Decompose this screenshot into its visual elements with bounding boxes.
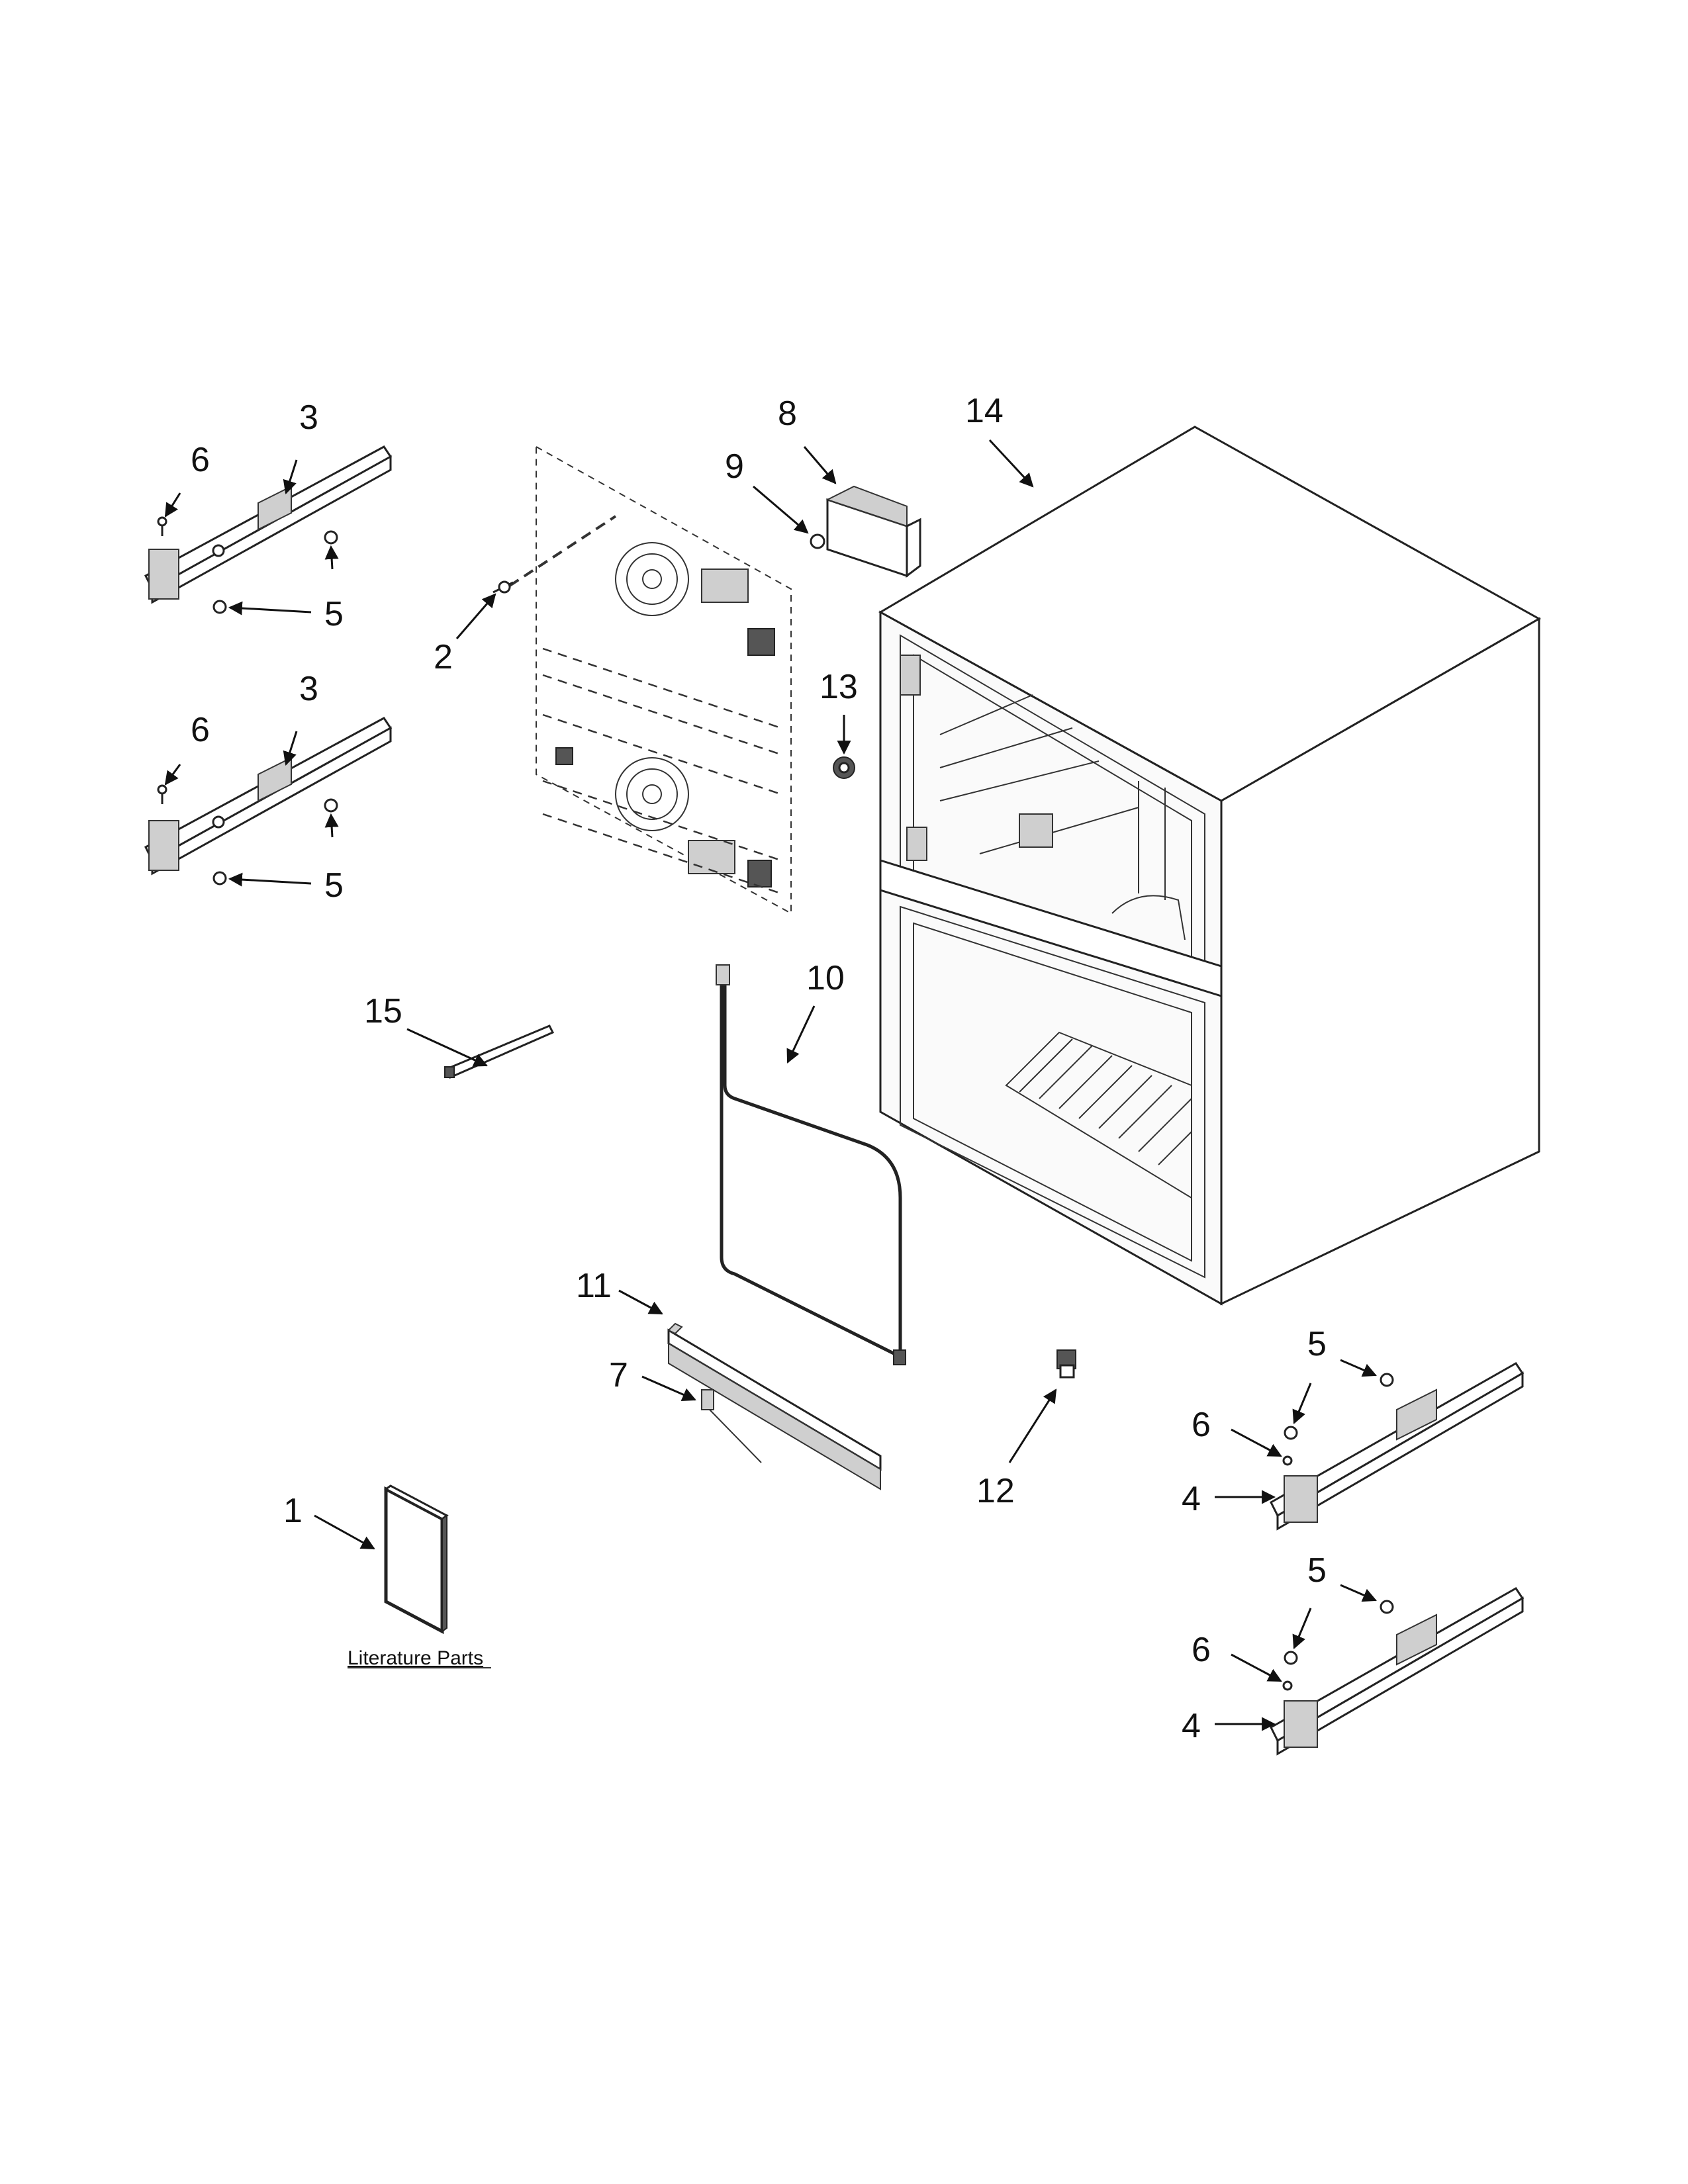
callout-3: 3 bbox=[299, 398, 318, 437]
callout-2: 2 bbox=[434, 638, 453, 676]
callout-11: 11 bbox=[576, 1267, 612, 1305]
callout-3: 3 bbox=[299, 670, 318, 708]
leader-arrows bbox=[164, 439, 1377, 1731]
callout-5: 5 bbox=[1307, 1325, 1327, 1363]
screw-part-9 bbox=[810, 533, 825, 549]
literature-booklet-part-1 bbox=[384, 1484, 449, 1635]
callout-6: 6 bbox=[191, 441, 210, 479]
screw-part-6d bbox=[1282, 1680, 1293, 1691]
screw-part-6a bbox=[157, 516, 167, 536]
screw-part-5d-1 bbox=[1284, 1651, 1298, 1665]
screw-part-5c-1 bbox=[1284, 1426, 1298, 1440]
screw-part-5a-1 bbox=[324, 530, 338, 545]
heater-loop-part-10 bbox=[716, 964, 906, 1365]
callout-5: 5 bbox=[324, 595, 344, 633]
rear-control-panel bbox=[508, 445, 792, 915]
control-box-part-8 bbox=[825, 485, 921, 578]
screw-part-2 bbox=[492, 580, 514, 594]
callout-6: 6 bbox=[1192, 1406, 1211, 1444]
literature-parts-label: Literature Parts bbox=[348, 1647, 483, 1669]
screw-part-5b-2 bbox=[212, 871, 227, 886]
screw-part-5a-2 bbox=[212, 600, 227, 614]
drawer-slide-lower-right bbox=[1270, 1587, 1524, 1756]
callout-6: 6 bbox=[1192, 1631, 1211, 1669]
screw-part-5b-1 bbox=[324, 798, 338, 813]
callout-14: 14 bbox=[965, 392, 1004, 430]
screw-part-5d-2 bbox=[1380, 1600, 1394, 1614]
sensor-part-7 bbox=[701, 1389, 762, 1463]
callout-4: 4 bbox=[1182, 1707, 1201, 1745]
callout-5: 5 bbox=[324, 866, 344, 905]
refrigerator-cabinet bbox=[878, 426, 1542, 1306]
callout-4: 4 bbox=[1182, 1480, 1201, 1518]
callout-labels: 3 6 5 3 6 5 2 8 9 14 13 15 10 11 7 12 1 … bbox=[191, 392, 1327, 1745]
grommet-part-13 bbox=[833, 756, 855, 779]
callout-1: 1 bbox=[283, 1492, 303, 1530]
screw-part-5c-2 bbox=[1380, 1373, 1394, 1387]
callout-7: 7 bbox=[609, 1356, 628, 1394]
callout-6: 6 bbox=[191, 711, 210, 749]
callout-15: 15 bbox=[364, 992, 402, 1030]
floor-grille bbox=[1005, 1031, 1192, 1199]
callout-5: 5 bbox=[1307, 1551, 1327, 1590]
gasket-strip-part-15 bbox=[444, 1024, 555, 1079]
drawer-slide-upper-left bbox=[144, 445, 393, 604]
callout-8: 8 bbox=[778, 394, 797, 433]
screw-part-6b bbox=[157, 784, 167, 804]
callout-13: 13 bbox=[820, 668, 858, 706]
screw-part-6c bbox=[1282, 1455, 1293, 1466]
callout-12: 12 bbox=[976, 1472, 1015, 1510]
drain-trough-part-11 bbox=[667, 1322, 882, 1490]
damper-part-12 bbox=[1056, 1349, 1076, 1379]
drawer-slide-lower-left bbox=[144, 717, 393, 876]
drawer-slide-upper-right bbox=[1270, 1362, 1524, 1531]
callout-10: 10 bbox=[806, 959, 845, 997]
callout-9: 9 bbox=[725, 447, 744, 486]
